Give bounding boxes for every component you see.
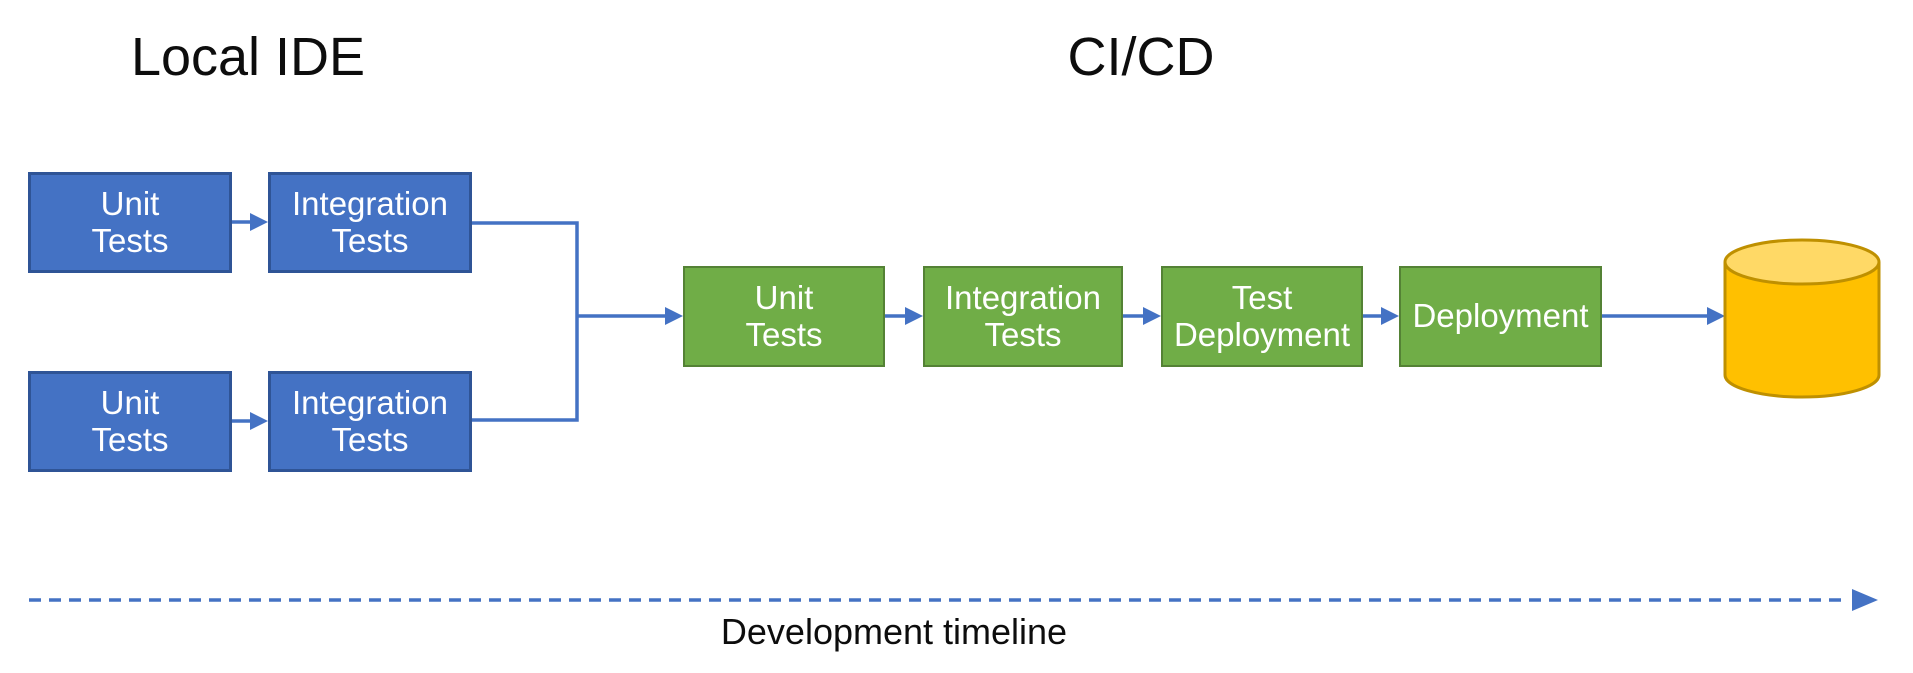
cicd-test-deployment-node: Test Deployment — [1161, 266, 1363, 367]
timeline-arrow-icon — [29, 589, 1878, 611]
cicd-unit-tests-node: Unit Tests — [683, 266, 885, 367]
arrow-cicd-unit-to-integration-icon — [885, 307, 923, 325]
connector-merge-local-to-cicd-icon — [472, 221, 683, 422]
local-branch1-integration-tests-node: Integration Tests — [268, 172, 472, 273]
local-branch1-unit-tests-node: Unit Tests — [28, 172, 232, 273]
section-title-local-ide: Local IDE — [130, 27, 366, 87]
arrow-cicd-integration-to-test-deployment-icon — [1123, 307, 1161, 325]
arrow-local2-unit-to-integration-icon — [232, 412, 268, 430]
local-branch2-unit-tests-node: Unit Tests — [28, 371, 232, 472]
timeline-label: Development timeline — [720, 611, 1068, 652]
cicd-deployment-node: Deployment — [1399, 266, 1602, 367]
cicd-integration-tests-node: Integration Tests — [923, 266, 1123, 367]
arrow-deployment-to-database-icon — [1602, 307, 1725, 325]
arrow-cicd-test-deployment-to-deployment-icon — [1363, 307, 1399, 325]
arrow-local1-unit-to-integration-icon — [232, 213, 268, 231]
section-title-cicd: CI/CD — [1067, 27, 1215, 87]
local-branch2-integration-tests-node: Integration Tests — [268, 371, 472, 472]
database-cylinder-icon — [1723, 238, 1881, 399]
